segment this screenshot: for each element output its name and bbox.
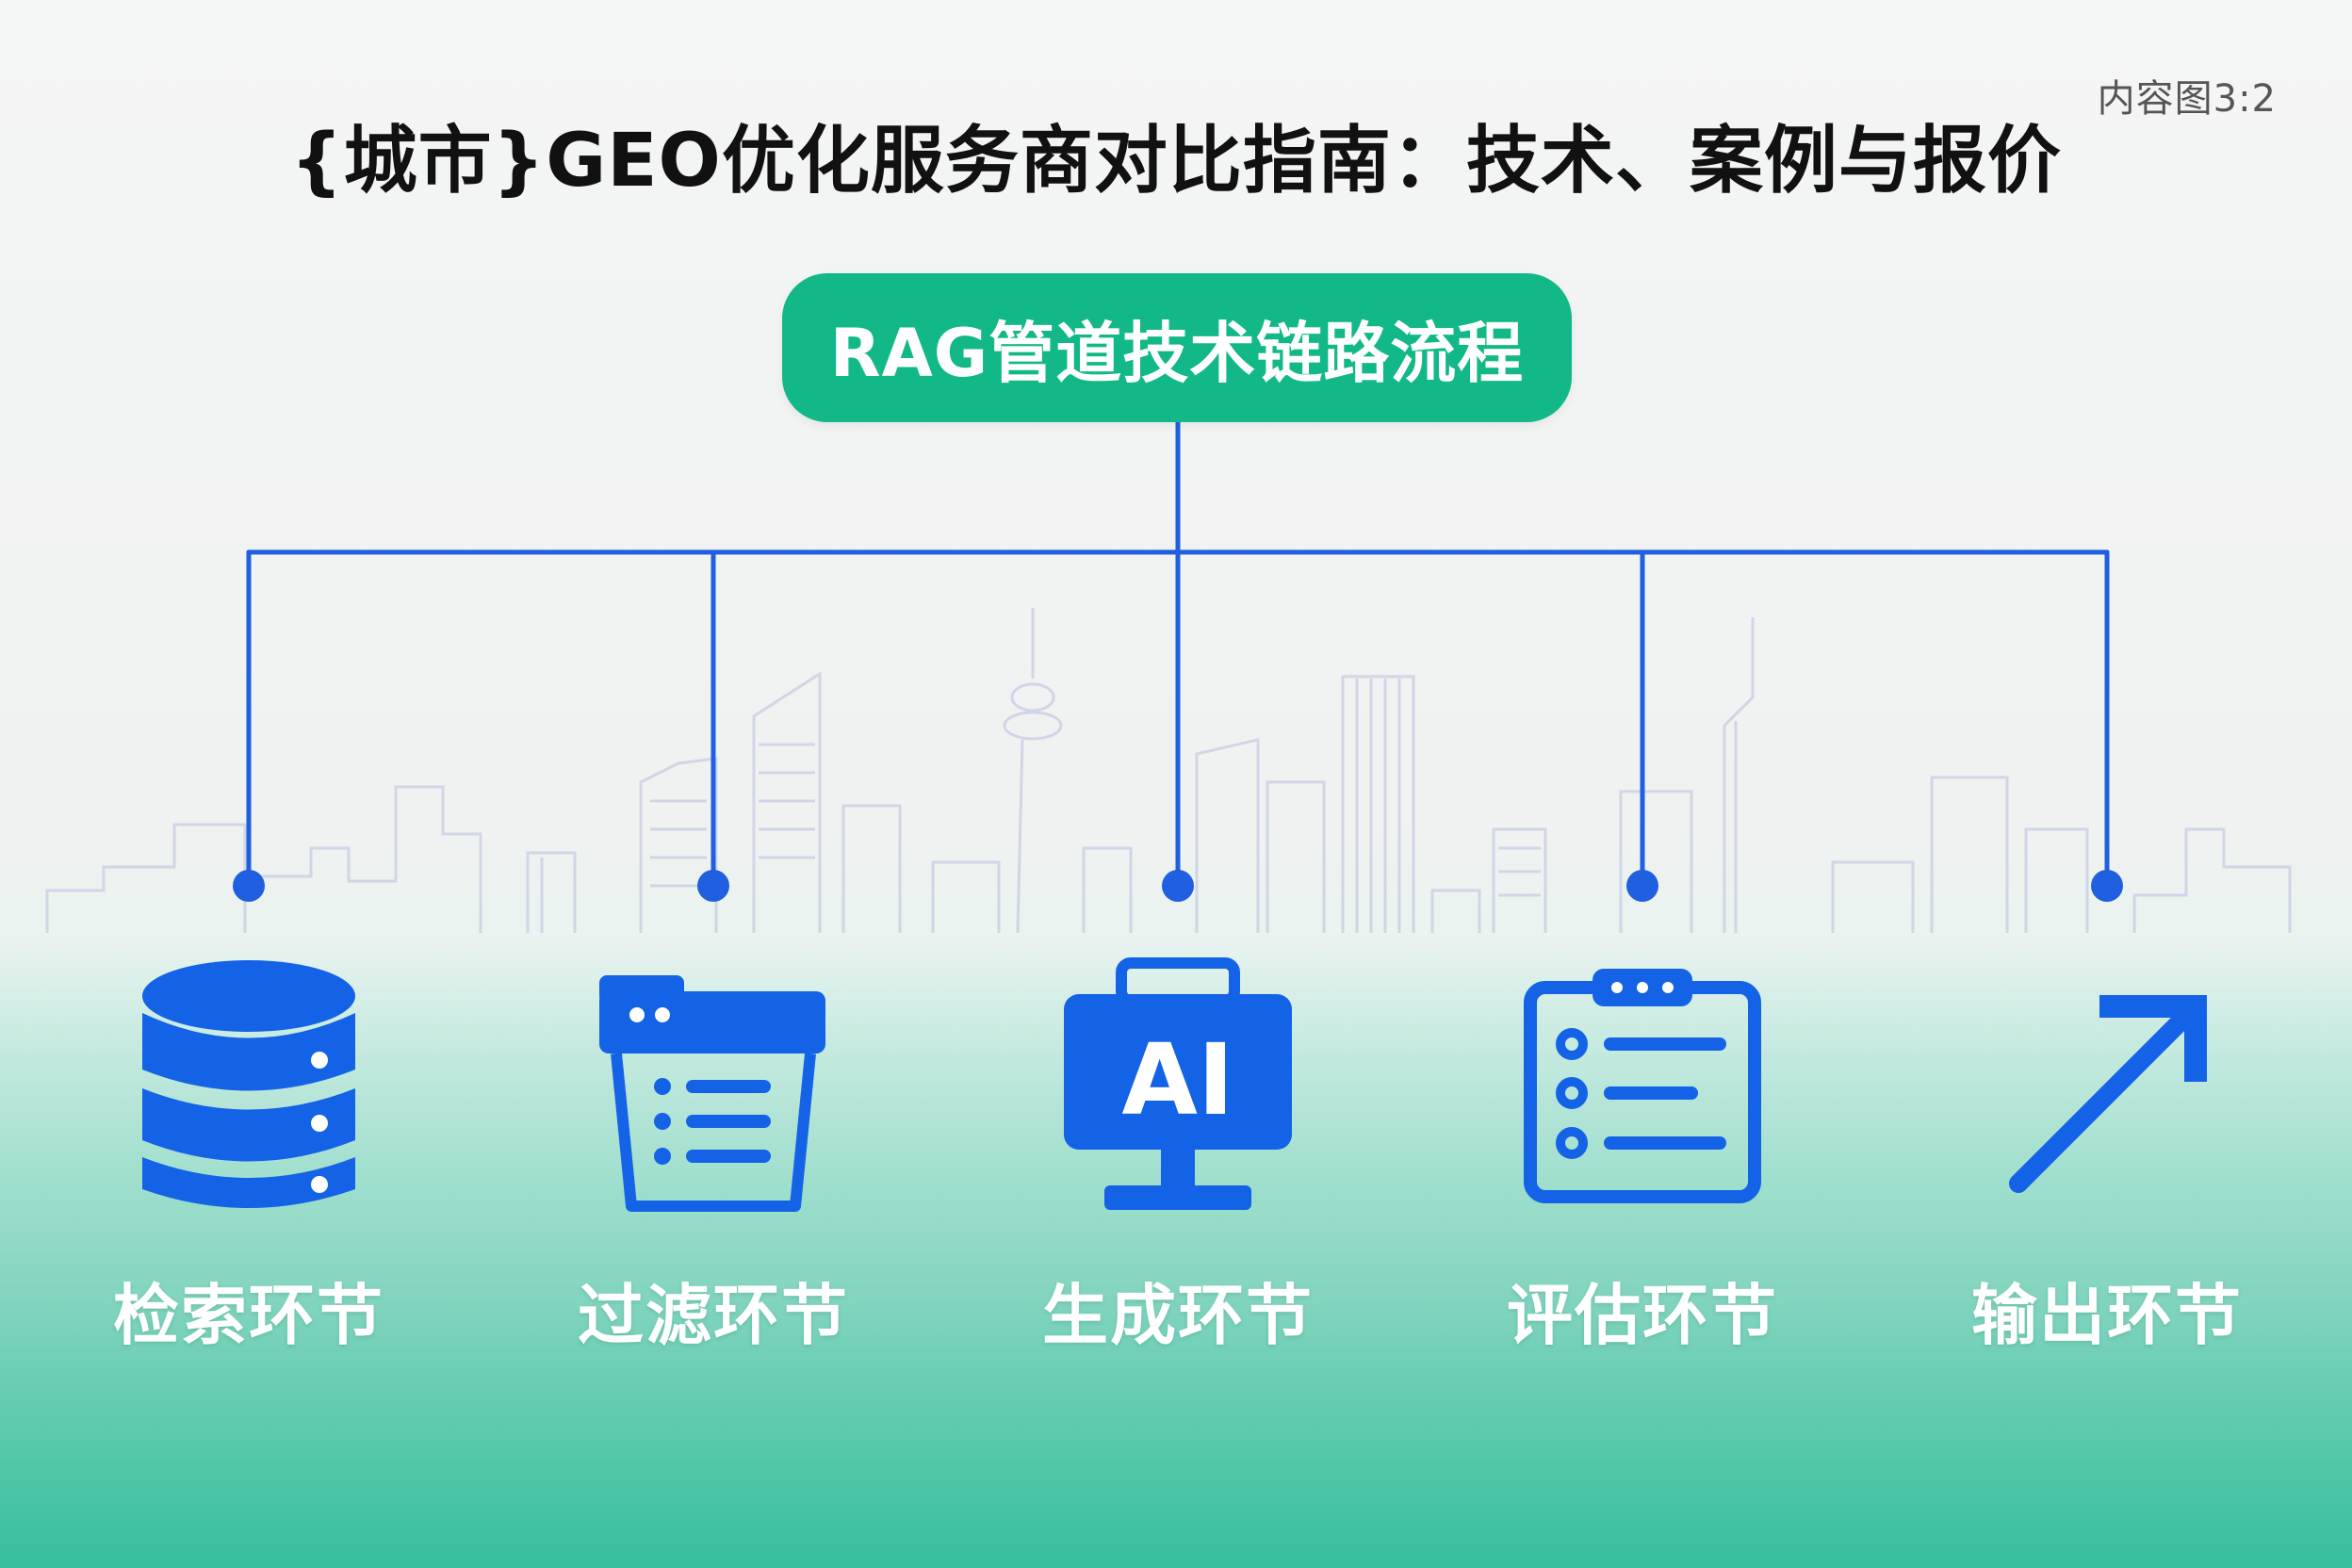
dot-evaluate xyxy=(1626,870,1658,902)
arrow-up-right-icon xyxy=(2009,995,2207,1193)
step-label-output: 输出环节 xyxy=(1971,1277,2243,1354)
filter-list-icon xyxy=(599,975,825,1212)
connector-lines xyxy=(246,419,2110,887)
database-icon xyxy=(142,960,355,1208)
dot-output xyxy=(2091,870,2123,902)
step-label-evaluate: 评估环节 xyxy=(1507,1277,1778,1354)
step-label-generate: 生成环节 xyxy=(1042,1277,1314,1354)
dot-retrieval xyxy=(233,870,265,902)
corner-tag: 内容图3:2 xyxy=(2097,77,2277,121)
page-title: {城市}GEO优化服务商对比指南：技术、案例与报价 xyxy=(290,119,2062,204)
dot-filter xyxy=(697,870,729,902)
root-node-label: RAG管道技术链路流程 xyxy=(829,314,1525,392)
step-label-retrieval: 检索环节 xyxy=(113,1277,384,1354)
root-node: RAG管道技术链路流程 xyxy=(782,273,1572,422)
svg-text:AI: AI xyxy=(1121,1022,1233,1137)
ai-monitor-icon: AI xyxy=(1064,957,1292,1210)
step-label-filter: 过滤环节 xyxy=(578,1277,849,1354)
dot-generate xyxy=(1162,870,1194,902)
checklist-icon xyxy=(1524,969,1761,1203)
connector-dots xyxy=(233,870,2123,902)
city-skyline xyxy=(45,608,2292,934)
